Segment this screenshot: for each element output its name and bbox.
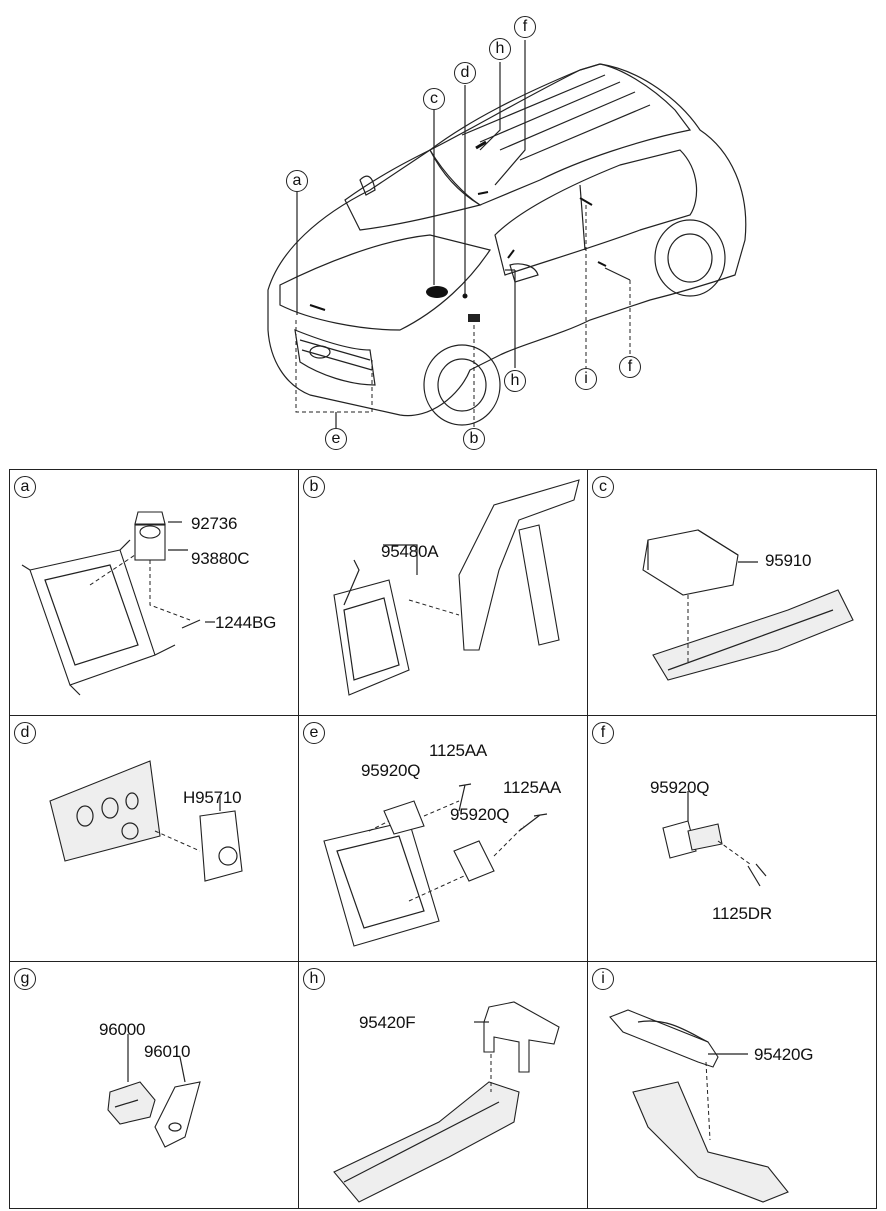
callout-h: h	[504, 370, 526, 392]
panel-letter: a	[20, 478, 30, 495]
parts-grid: a 92736 93880C 1244BG b 95480A c 95910	[9, 469, 877, 1209]
panel-e: e 1125AA 95920Q 1125AA 95920Q	[299, 716, 588, 962]
panel-c: c 95910	[588, 470, 877, 716]
part-number-1125aa: 1125AA	[503, 778, 562, 797]
panel-g: g 96000 96010	[10, 962, 299, 1208]
callout-i: i	[575, 368, 597, 390]
callout-label: f	[627, 358, 633, 375]
panel-i-drawing	[609, 1009, 789, 1203]
panel-h-drawing	[333, 1001, 560, 1203]
callout-label: e	[331, 430, 341, 447]
part-number-95920q: 95920Q	[361, 761, 421, 780]
panel-d-drawing	[49, 760, 243, 882]
callout-label: h	[510, 372, 520, 389]
panel-f-drawing	[662, 791, 767, 887]
panel-c-drawing	[642, 529, 854, 681]
callout-c: c	[423, 88, 445, 110]
panel-h-badge: h	[303, 968, 325, 990]
panel-f-badge: f	[592, 722, 614, 744]
callout-h: h	[489, 38, 511, 60]
panel-c-badge: c	[592, 476, 614, 498]
callout-label: i	[584, 370, 588, 387]
part-number-95920q: 95920Q	[650, 778, 710, 797]
part-number-92736: 92736	[191, 514, 238, 533]
vehicle-overview: a c d h f e b h i f	[0, 0, 886, 462]
panel-a: a 92736 93880C 1244BG	[10, 470, 299, 716]
panel-h: h 95420F	[299, 962, 588, 1208]
callout-label: h	[495, 40, 505, 57]
callout-a: a	[286, 170, 308, 192]
part-number-96010: 96010	[144, 1042, 191, 1061]
panel-e-badge: e	[303, 722, 325, 744]
panel-a-badge: a	[14, 476, 36, 498]
panel-d: d H95710	[10, 716, 299, 962]
panel-letter: d	[20, 724, 30, 741]
panel-g-badge: g	[14, 968, 36, 990]
panel-letter: h	[309, 970, 319, 987]
panel-letter: f	[600, 724, 606, 741]
panel-b-drawing	[333, 479, 580, 696]
panel-letter: g	[20, 970, 30, 987]
callout-d: d	[454, 62, 476, 84]
callout-label: c	[430, 90, 438, 107]
callout-label: d	[460, 64, 470, 81]
callout-f: f	[514, 16, 536, 38]
part-number-95920q: 95920Q	[450, 805, 510, 824]
panel-letter: i	[601, 970, 605, 987]
part-number-95420f: 95420F	[359, 1013, 416, 1032]
panel-letter: b	[309, 478, 319, 495]
panel-i-badge: i	[592, 968, 614, 990]
part-number-95420g: 95420G	[754, 1045, 814, 1064]
callout-label: a	[292, 172, 302, 189]
callout-e: e	[325, 428, 347, 450]
callout-b: b	[463, 428, 485, 450]
part-number-96000: 96000	[99, 1020, 146, 1039]
panel-b-badge: b	[303, 476, 325, 498]
panel-letter: e	[309, 724, 319, 741]
callout-f: f	[619, 356, 641, 378]
callout-label: f	[522, 18, 528, 35]
panel-a-drawing	[21, 511, 215, 696]
part-number-1125aa: 1125AA	[429, 741, 488, 760]
panel-letter: c	[599, 478, 607, 495]
panel-f: f 95920Q 1125DR	[588, 716, 877, 962]
part-number-1244bg: 1244BG	[215, 613, 277, 632]
panel-d-badge: d	[14, 722, 36, 744]
part-number-95480a: 95480A	[381, 542, 439, 561]
part-number-95910: 95910	[765, 551, 812, 570]
panel-g-drawing	[107, 1034, 201, 1148]
panel-i: i 95420G	[588, 962, 877, 1208]
callout-label: b	[469, 430, 479, 447]
panel-b: b 95480A	[299, 470, 588, 716]
part-number-1125dr: 1125DR	[712, 904, 772, 923]
part-number-h95710: H95710	[183, 788, 242, 807]
part-number-93880c: 93880C	[191, 549, 250, 568]
vehicle-illustration	[267, 40, 747, 428]
panel-e-drawing	[323, 783, 548, 947]
